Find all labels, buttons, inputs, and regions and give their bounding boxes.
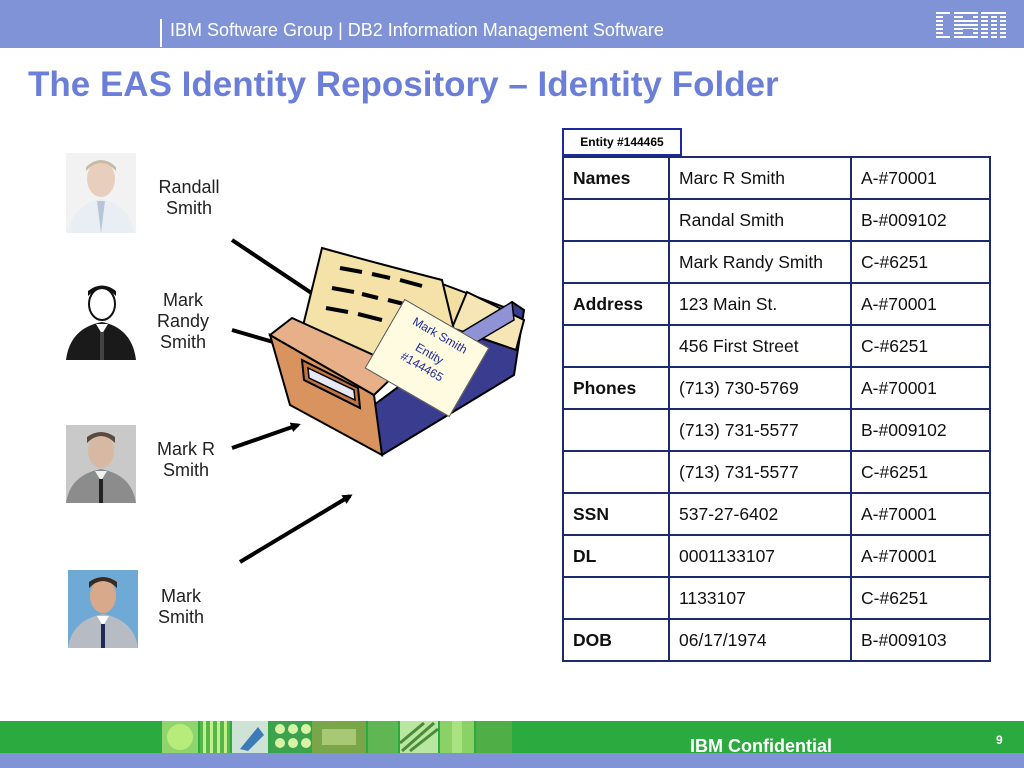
field-cell: SSN (562, 492, 670, 536)
field-cell (562, 198, 670, 242)
value-cell: 1133107 (668, 576, 852, 620)
source-cell: C-#6251 (850, 450, 991, 494)
source-cell: A-#70001 (850, 534, 991, 578)
ibm-logo (936, 10, 1006, 40)
field-cell (562, 324, 670, 368)
value-cell: Marc R Smith (668, 156, 852, 200)
source-cell: B-#009102 (850, 408, 991, 452)
source-cell: C-#6251 (850, 324, 991, 368)
arrow-mark-smith (238, 494, 353, 564)
page-title: The EAS Identity Repository – Identity F… (28, 65, 779, 104)
field-cell (562, 576, 670, 620)
value-cell: Randal Smith (668, 198, 852, 242)
page-number: 9 (996, 733, 1003, 747)
field-cell: DOB (562, 618, 670, 662)
value-cell: 123 Main St. (668, 282, 852, 326)
source-cell: A-#70001 (850, 366, 991, 410)
footer-pattern-icon (162, 721, 512, 753)
value-cell: 537-27-6402 (668, 492, 852, 536)
field-cell (562, 450, 670, 494)
field-cell: DL (562, 534, 670, 578)
source-cell: A-#70001 (850, 282, 991, 326)
footer-strip (0, 753, 1024, 768)
source-cell: B-#009103 (850, 618, 991, 662)
source-cell: A-#70001 (850, 156, 991, 200)
arrow-mark-r (231, 422, 301, 450)
person-photo-mark-smith-icon (68, 570, 138, 648)
value-cell: 0001133107 (668, 534, 852, 578)
field-cell: Address (562, 282, 670, 326)
source-cell: C-#6251 (850, 240, 991, 284)
source-cell: A-#70001 (850, 492, 991, 536)
field-cell: Names (562, 156, 670, 200)
value-cell: (713) 731-5577 (668, 408, 852, 452)
footer-bar (0, 721, 1024, 768)
header-text: IBM Software Group | DB2 Information Man… (170, 20, 664, 40)
header-separator (160, 19, 162, 47)
value-cell: (713) 731-5577 (668, 450, 852, 494)
value-cell: 456 First Street (668, 324, 852, 368)
header-bar: IBM Software Group | DB2 Information Man… (0, 0, 1024, 48)
field-cell (562, 408, 670, 452)
person-photo-randall-icon (66, 153, 136, 233)
entity-label: Entity #144465 (562, 128, 682, 156)
value-cell: 06/17/1974 (668, 618, 852, 662)
value-cell: Mark Randy Smith (668, 240, 852, 284)
confidential-label: IBM Confidential (690, 736, 832, 756)
source-cell: B-#009102 (850, 198, 991, 242)
value-cell: (713) 730-5769 (668, 366, 852, 410)
source-cell: C-#6251 (850, 576, 991, 620)
person-photo-mark-randy-icon (66, 282, 136, 360)
field-cell: Phones (562, 366, 670, 410)
person-photo-mark-r-icon (66, 425, 136, 503)
field-cell (562, 240, 670, 284)
